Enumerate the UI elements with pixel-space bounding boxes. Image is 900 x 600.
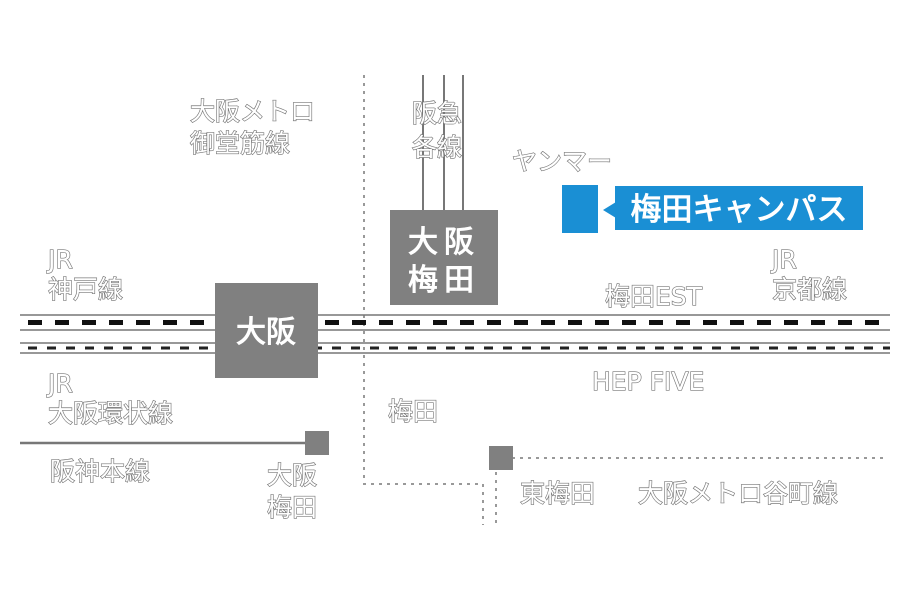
label-yanmar: ヤンマー <box>512 147 612 176</box>
campus-label: 梅田キャンパス <box>631 192 848 228</box>
label-jr-loop-2: 大阪環状線 <box>48 399 173 428</box>
campus-pointer <box>603 202 616 218</box>
hankyu-lines <box>422 75 464 210</box>
tanimachi-line <box>495 457 885 525</box>
label-jr-kyoto-2: 京都線 <box>772 275 847 304</box>
jr-rail-main <box>20 314 890 331</box>
label-jr-kobe-1: JR <box>46 245 73 274</box>
station-jr-osaka[interactable]: 大阪 <box>215 283 318 378</box>
label-tanimachi: 大阪メトロ谷町線 <box>638 479 838 508</box>
station-label-line1: 大阪 <box>408 225 480 260</box>
label-higashi-umeda: 東梅田 <box>520 479 595 508</box>
label-hanshin-station-1: 大阪 <box>267 461 317 490</box>
label-hankyu-2: 各線 <box>412 133 462 162</box>
label-jr-loop-1: JR <box>46 369 73 398</box>
label-jr-kobe-2: 神戸線 <box>48 275 123 304</box>
campus-marker <box>562 185 598 233</box>
label-hep-five: HEP FIVE <box>592 367 704 396</box>
label-jr-kyoto-1: JR <box>770 245 797 274</box>
label-hanshin: 阪神本線 <box>50 457 150 486</box>
label-umeda-est: 梅田EST <box>605 282 703 311</box>
label-umeda-midosuji: 梅田 <box>388 397 438 426</box>
umeda-campus[interactable]: 梅田キャンパス <box>562 185 863 233</box>
label-midosuji-1: 大阪メトロ <box>190 97 315 126</box>
station-hanshin-osaka-umeda-marker[interactable] <box>305 431 329 455</box>
label-midosuji-2: 御堂筋線 <box>190 129 290 158</box>
jr-rail-loop <box>20 342 890 354</box>
label-hankyu-1: 阪急 <box>412 99 462 128</box>
station-hankyu-osaka-umeda[interactable]: 大阪 梅田 <box>390 210 498 305</box>
station-jr-osaka-label: 大阪 <box>236 315 296 350</box>
station-higashi-umeda-marker[interactable] <box>489 446 513 470</box>
station-label-line2: 梅田 <box>408 263 480 298</box>
label-hanshin-station-2: 梅田 <box>267 493 317 522</box>
